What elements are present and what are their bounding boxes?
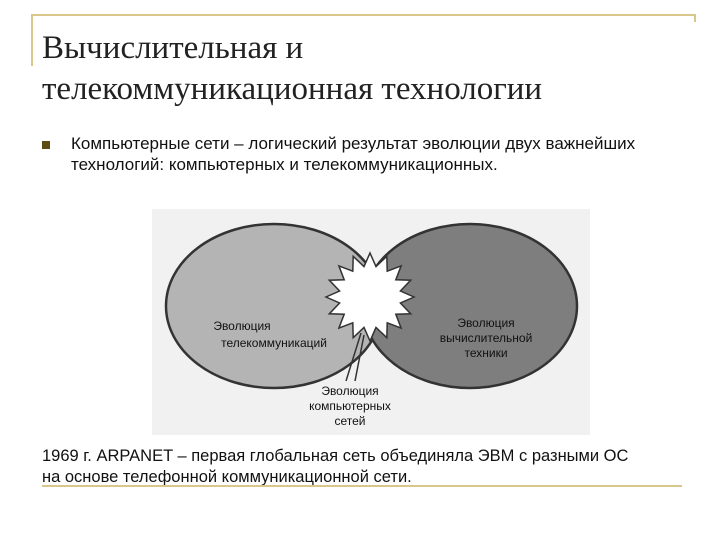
footer-line-2: на основе телефонной коммуникационной се… bbox=[42, 468, 412, 486]
venn-diagram-svg: Эволюция телекоммуникаций Эволюция вычис… bbox=[152, 209, 590, 435]
pointer-line-left bbox=[345, 332, 362, 382]
pointer-line-right bbox=[354, 334, 365, 382]
networks-label-line-1: Эволюция bbox=[321, 384, 378, 398]
footer-text: 1969 г. ARPANET – первая глобальная сеть… bbox=[42, 446, 702, 488]
footer-underline bbox=[42, 485, 682, 487]
slide-title-line-2: телекоммуникационная технологии bbox=[42, 71, 543, 107]
networks-label-line-2: компьютерных bbox=[309, 399, 391, 413]
footer-line-1: 1969 г. ARPANET – первая глобальная сеть… bbox=[42, 447, 629, 465]
telecom-label-line-1: Эволюция bbox=[213, 319, 270, 333]
networks-label-line-3: сетей bbox=[334, 414, 365, 428]
networks-burst bbox=[324, 251, 416, 343]
venn-diagram: Эволюция телекоммуникаций Эволюция вычис… bbox=[152, 209, 590, 435]
computing-label-line-1: Эволюция bbox=[457, 316, 514, 330]
computing-label-line-2: вычислительной bbox=[440, 331, 533, 345]
computing-label-line-3: техники bbox=[464, 346, 507, 360]
frame-top-line bbox=[31, 14, 695, 16]
frame-right-tick bbox=[694, 14, 696, 22]
bullet-square-icon bbox=[42, 141, 50, 149]
telecom-label-line-2: телекоммуникаций bbox=[221, 336, 327, 350]
slide-title: Вычислительная и телекоммуникационная те… bbox=[42, 28, 682, 110]
slide-title-line-1: Вычислительная и bbox=[42, 30, 304, 66]
frame-vertical-line bbox=[31, 14, 33, 66]
bullet-text: Компьютерные сети – логический результат… bbox=[71, 134, 636, 174]
